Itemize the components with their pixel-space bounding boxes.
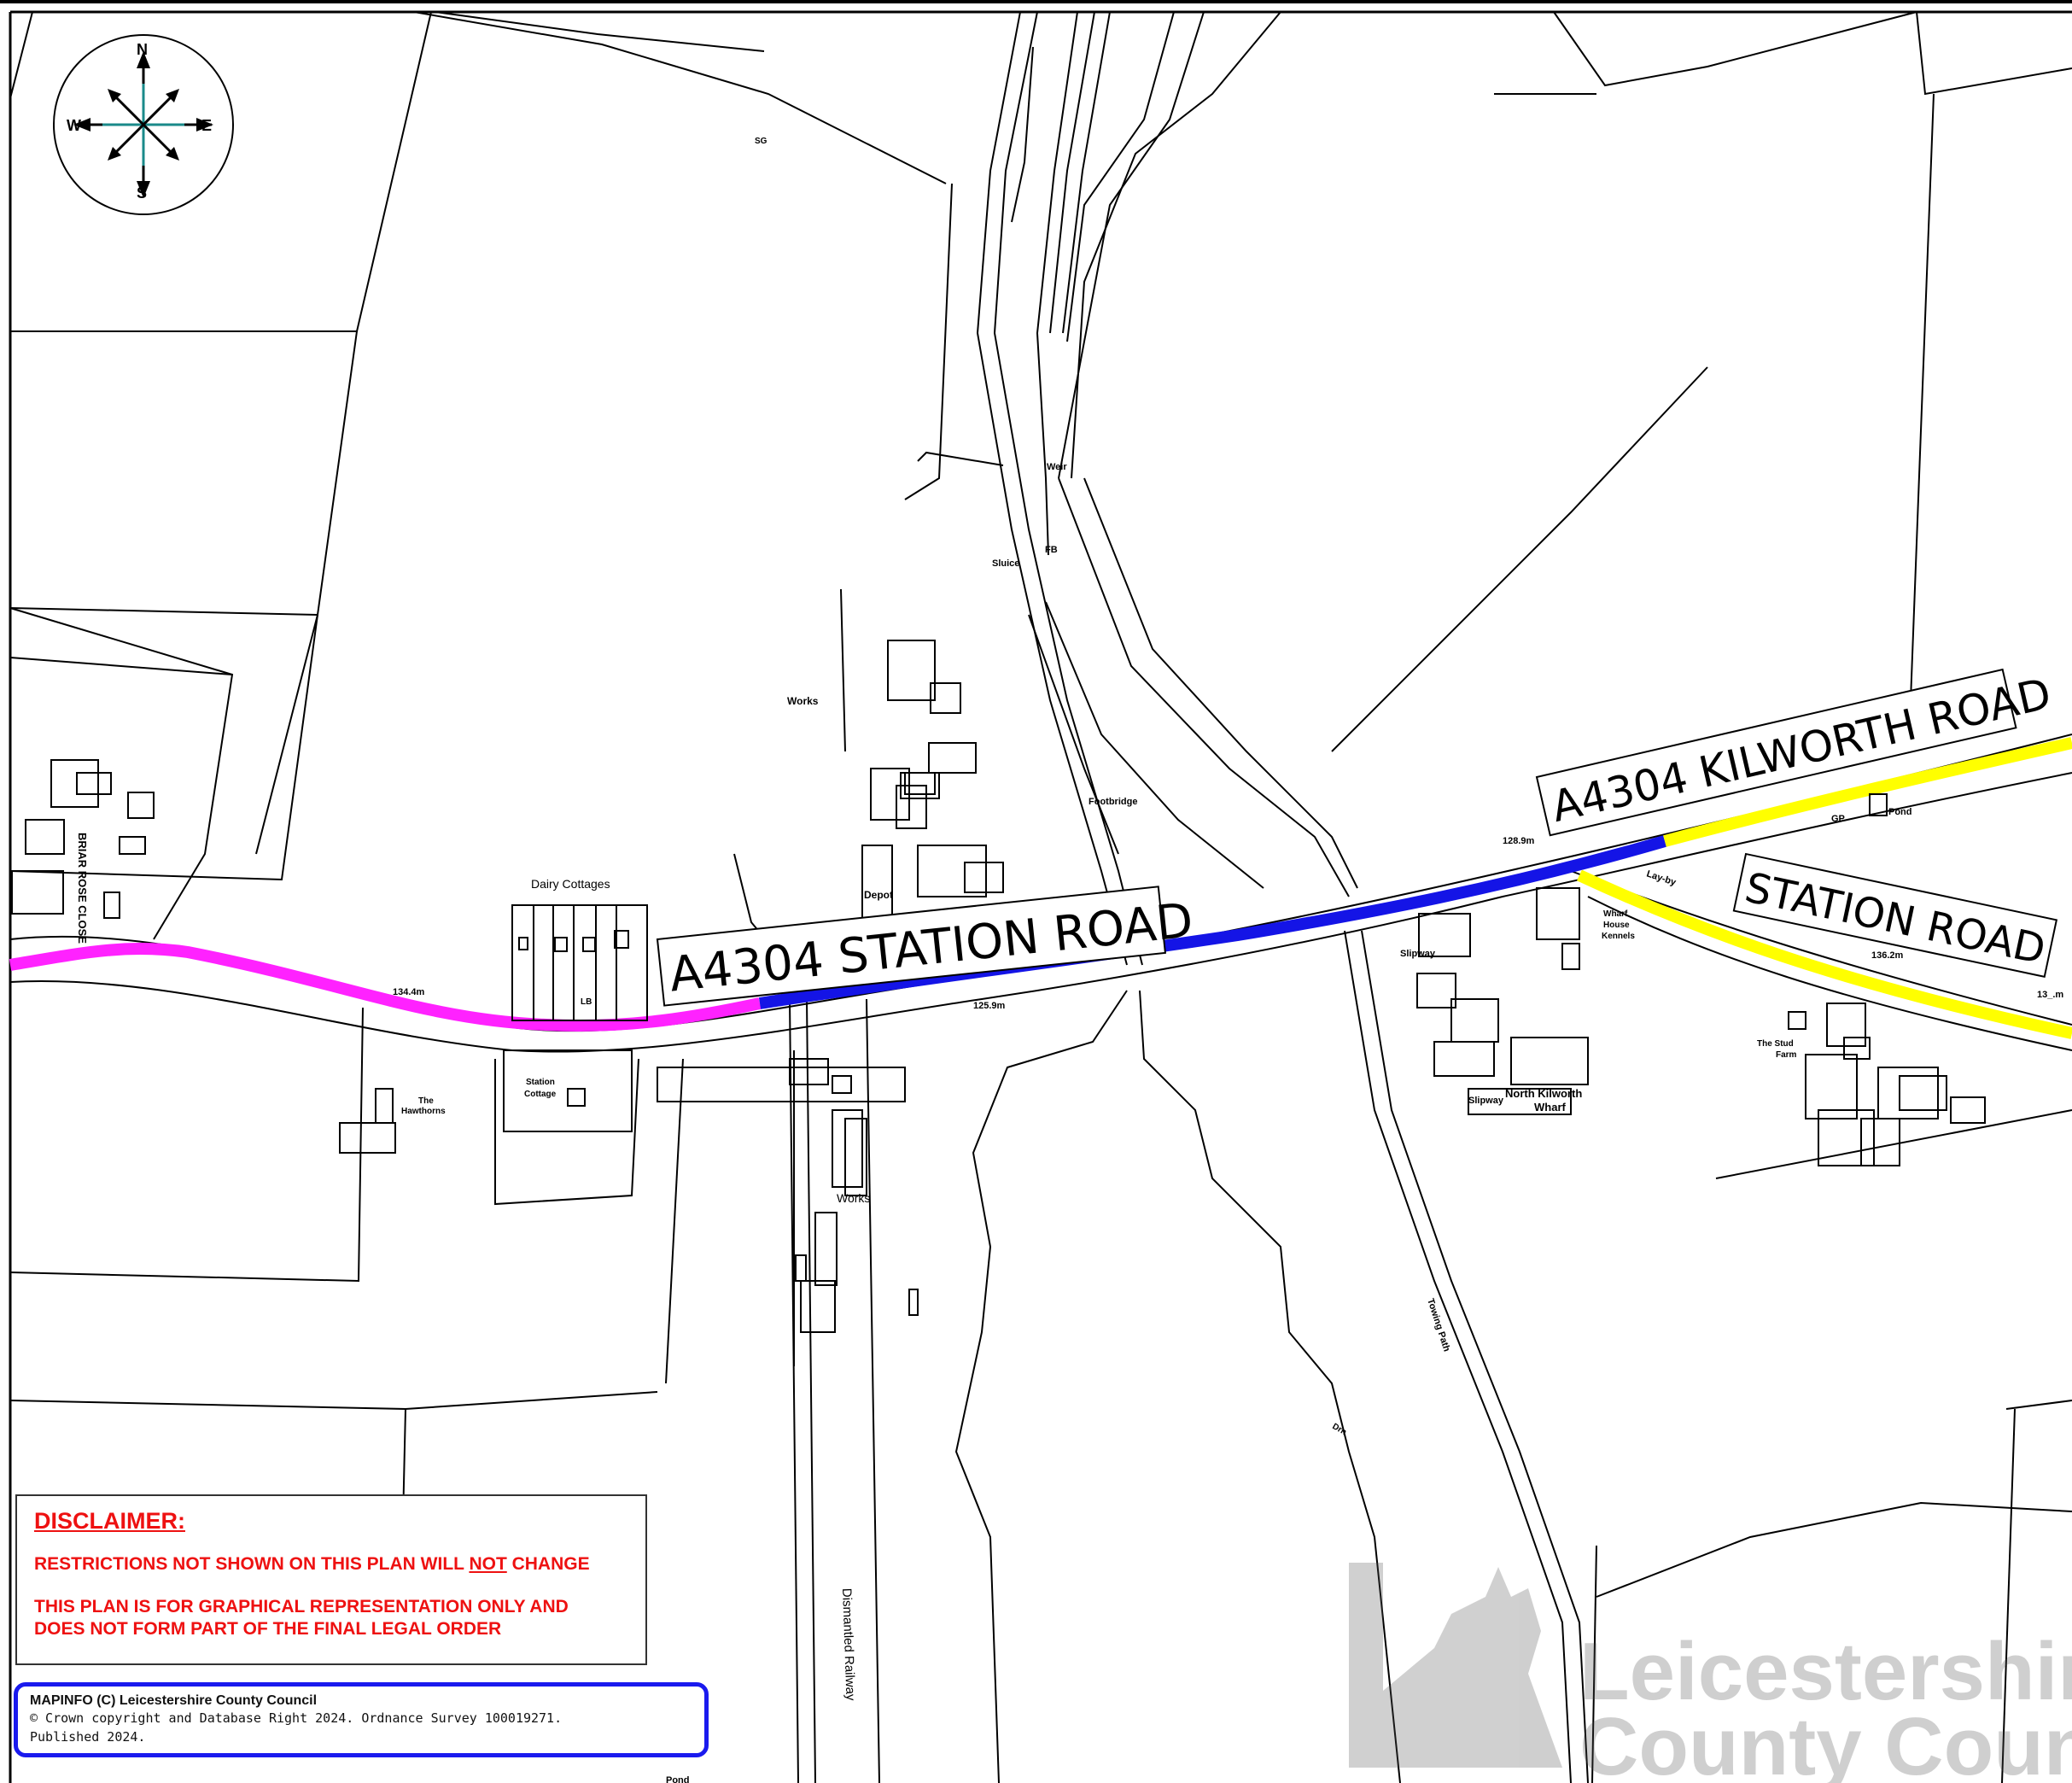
top-border (0, 0, 2072, 3)
label-footbridge: Footbridge (1089, 797, 1137, 807)
label-spot-134: 134.4m (393, 987, 425, 997)
disclaimer-box: DISCLAIMER: RESTRICTIONS NOT SHOWN ON TH… (15, 1494, 647, 1665)
label-slipway-north: Slipway (1400, 949, 1436, 959)
copyright-head: MAPINFO (C) Leicestershire County Counci… (30, 1693, 318, 1708)
disclaimer-line1-a: RESTRICTIONS NOT SHOWN ON THIS PLAN WILL (34, 1554, 470, 1574)
disclaimer-line1: RESTRICTIONS NOT SHOWN ON THIS PLAN WILL… (34, 1553, 628, 1575)
disclaimer-line3: DOES NOT FORM PART OF THE FINAL LEGAL OR… (34, 1619, 502, 1639)
label-weir: Weir (1047, 462, 1067, 472)
compass-w: W (67, 117, 81, 134)
place-labels: BRIAR ROSE CLOSE Dairy Cottages Depot Wo… (76, 137, 2063, 1783)
label-briar-rose-close: BRIAR ROSE CLOSE (76, 833, 89, 944)
label-towing-path: Towing Path (1425, 1297, 1451, 1353)
railway-lines (976, 11, 1358, 966)
copyright-line2: Published 2024. (30, 1729, 146, 1745)
dismantled-railway (789, 998, 880, 1783)
council-watermark: Leicestershire County Council (1349, 1563, 2072, 1783)
label-wharf-house-2: House (1603, 921, 1630, 930)
label-sg: SG (755, 137, 768, 146)
road-label-station-west: A4304 STATION ROAD (656, 886, 1195, 1007)
label-works-north: Works (787, 695, 819, 707)
restriction-yellow-kilworth (1663, 737, 2072, 847)
label-lb: LB (581, 997, 592, 1007)
river (954, 990, 1401, 1783)
label-hawthorns-1: The (418, 1096, 434, 1106)
label-sluice: Sluice (992, 558, 1019, 569)
label-hawthorns-2: Hawthorns (401, 1107, 446, 1116)
label-depot: Depot (864, 889, 893, 901)
copyright-line1: © Crown copyright and Database Right 202… (30, 1710, 563, 1726)
disclaimer-line1-b: CHANGE (506, 1554, 590, 1574)
label-wharf-house-1: Wharf (1603, 909, 1628, 919)
restriction-magenta (9, 942, 762, 1032)
label-spot-125: 125.9m (973, 1001, 1006, 1011)
label-station-cottage-1: Station (526, 1078, 555, 1087)
label-spot-128: 128.9m (1503, 836, 1535, 846)
label-fb: FB (1045, 545, 1058, 555)
label-wharf-house-3: Kennels (1602, 932, 1635, 941)
restriction-yellow-station (1577, 869, 2072, 1039)
disclaimer-title: DISCLAIMER: (34, 1508, 185, 1534)
label-spot-136: 136.2m (1871, 950, 1904, 961)
label-spot-edge: 13_.m (2037, 990, 2063, 1000)
compass-s: S (137, 184, 147, 202)
label-pond-east: Pond (1888, 807, 1912, 817)
watermark-line1: Leicestershire (1579, 1626, 2072, 1717)
label-dairy-cottages: Dairy Cottages (531, 877, 610, 891)
label-nk-wharf-1: North Kilworth (1505, 1087, 1582, 1100)
restriction-lines (9, 737, 2072, 1039)
compass-e: E (201, 117, 212, 134)
label-lay-by: Lay-by (1645, 868, 1678, 888)
watermark-line2: County Council (1579, 1701, 2072, 1783)
road-name-station-west: A4304 STATION ROAD (667, 893, 1195, 1003)
label-pond-south: Pond (666, 1775, 690, 1783)
label-stud-farm-2: Farm (1776, 1050, 1797, 1060)
disclaimer-line2: THIS PLAN IS FOR GRAPHICAL REPRESENTATIO… (34, 1597, 569, 1616)
label-gp: GP (1831, 814, 1845, 824)
label-nk-wharf-2: Wharf (1534, 1101, 1567, 1114)
compass-rose: N S E W (53, 34, 234, 215)
buildings (11, 640, 1986, 1333)
compass-n: N (137, 41, 148, 58)
label-slipway-south: Slipway (1468, 1096, 1504, 1106)
restriction-blue (758, 835, 1666, 1009)
label-stud-farm-1: The Stud (1757, 1039, 1794, 1049)
label-dismantled-railway: Dismantled Railway (839, 1588, 858, 1702)
copyright-box: MAPINFO (C) Leicestershire County Counci… (14, 1682, 709, 1757)
disclaimer-line1-not: NOT (469, 1554, 507, 1574)
towing-path (1344, 930, 1589, 1783)
fox-logo-icon (1349, 1563, 1562, 1768)
label-works-south: Works (837, 1191, 870, 1205)
label-station-cottage-2: Cottage (524, 1090, 557, 1099)
